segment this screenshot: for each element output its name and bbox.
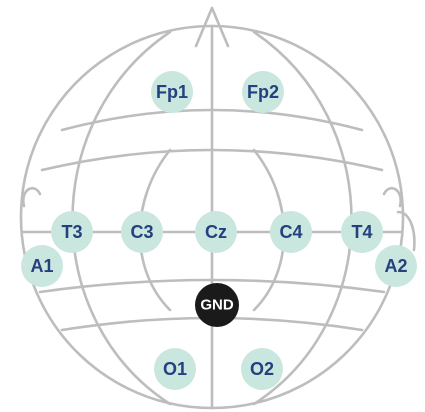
nose-icon bbox=[194, 6, 230, 48]
head-outline bbox=[19, 6, 416, 410]
electrode-cz-disc bbox=[195, 211, 237, 253]
ground-electrode-label: GND bbox=[200, 297, 234, 314]
electrode-t4-label: T4 bbox=[351, 222, 372, 242]
head-circle bbox=[19, 24, 405, 410]
electrode-o2-label: O2 bbox=[250, 359, 274, 379]
electrode-c4: C4 bbox=[270, 211, 312, 253]
electrode-o1: O1 bbox=[154, 348, 196, 390]
electrode-a2: A2 bbox=[375, 245, 417, 287]
electrode-t4-disc bbox=[341, 211, 383, 253]
left-ear-icon bbox=[22, 187, 42, 208]
electrode-o1-disc bbox=[154, 348, 196, 390]
occipital-arc-upper bbox=[38, 278, 386, 294]
frontal-arc-outer bbox=[60, 108, 364, 132]
electrode-fp1: Fp1 bbox=[151, 71, 193, 113]
ground-electrode-disc bbox=[195, 283, 239, 327]
electrode-c4-label: C4 bbox=[279, 222, 302, 242]
electrode-c3: C3 bbox=[121, 211, 163, 253]
electrodes: Fp1 Fp2 T3 C3 Cz C4 T4 A1 bbox=[21, 71, 417, 390]
frontal-arc-inner bbox=[40, 148, 384, 172]
electrode-fp2-label: Fp2 bbox=[247, 82, 279, 102]
electrode-fp2-disc bbox=[242, 71, 284, 113]
electrode-o2: O2 bbox=[241, 348, 283, 390]
electrode-t3: T3 bbox=[51, 211, 93, 253]
electrode-c4-disc bbox=[270, 211, 312, 253]
right-ear-lobe bbox=[396, 210, 416, 252]
ground-electrode: GND bbox=[195, 283, 239, 327]
electrode-a2-label: A2 bbox=[384, 256, 407, 276]
electrode-c3-disc bbox=[121, 211, 163, 253]
electrode-c3-label: C3 bbox=[130, 222, 153, 242]
right-ear-icon bbox=[382, 187, 402, 208]
electrode-fp1-label: Fp1 bbox=[156, 82, 188, 102]
electrode-t4: T4 bbox=[341, 211, 383, 253]
electrode-cz-label: Cz bbox=[205, 222, 227, 242]
electrode-a1-disc bbox=[21, 245, 63, 287]
electrode-fp2: Fp2 bbox=[242, 71, 284, 113]
electrode-a1: A1 bbox=[21, 245, 63, 287]
electrode-o2-disc bbox=[241, 348, 283, 390]
electrode-t3-disc bbox=[51, 211, 93, 253]
electrode-fp1-disc bbox=[151, 71, 193, 113]
electrode-a1-label: A1 bbox=[30, 256, 53, 276]
electrode-t3-label: T3 bbox=[61, 222, 82, 242]
electrode-o1-label: O1 bbox=[163, 359, 187, 379]
electrode-cz: Cz bbox=[195, 211, 237, 253]
electrode-a2-disc bbox=[375, 245, 417, 287]
